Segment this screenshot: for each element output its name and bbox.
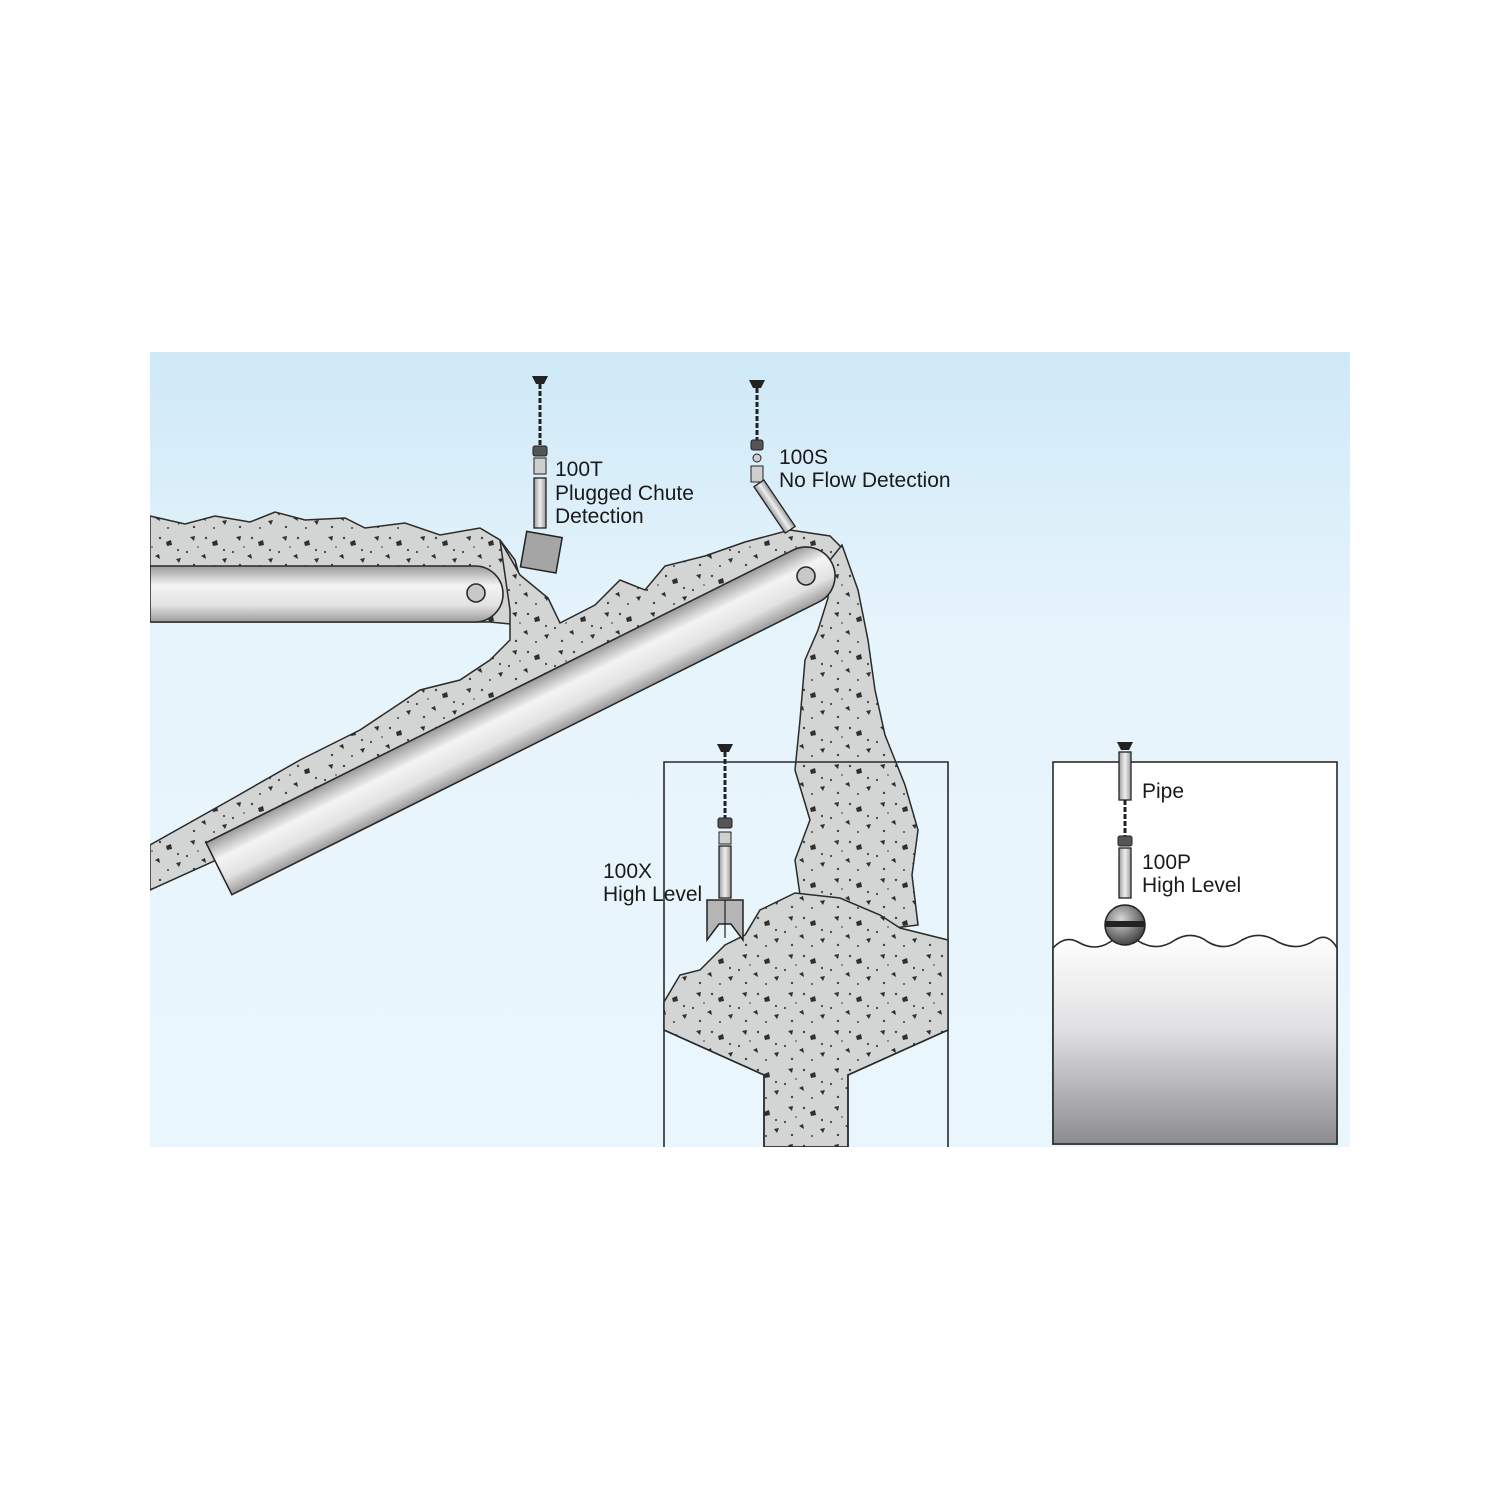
label-100s-model: 100S: [779, 446, 828, 469]
label-100x-model: 100X: [603, 860, 652, 883]
bin-material-pile: [663, 892, 949, 1147]
incline-conveyor-belt: [204, 546, 836, 896]
switch-mount-icon: [532, 376, 548, 384]
switch-100x: [706, 744, 744, 943]
switch-mount-icon: [749, 380, 765, 388]
liquid-surface: [1052, 934, 1338, 1145]
label-100t-model: 100T: [555, 458, 603, 481]
switch-100t: [519, 376, 564, 574]
label-100p-model: 100P: [1142, 851, 1191, 874]
switch-100s: [749, 380, 797, 535]
switch-mount-icon: [1117, 742, 1133, 750]
incline-belt-pulley: [796, 566, 816, 586]
hopper-outlet: [663, 1029, 949, 1147]
upper-conveyor-belt: [150, 565, 504, 623]
label-100x-line1: High Level: [603, 883, 702, 906]
switch-100p: [1104, 742, 1146, 946]
upper-belt-pulley: [466, 583, 486, 603]
label-100t-line1: Plugged Chute: [555, 482, 694, 505]
paddle-icon: [519, 530, 564, 574]
label-100s-line1: No Flow Detection: [779, 469, 951, 492]
switch-mount-icon: [717, 744, 733, 752]
extension-pipe: [1118, 751, 1132, 801]
label-100p-line1: High Level: [1142, 874, 1241, 897]
label-pipe: Pipe: [1142, 780, 1184, 803]
label-100t-line2: Detection: [555, 505, 644, 528]
